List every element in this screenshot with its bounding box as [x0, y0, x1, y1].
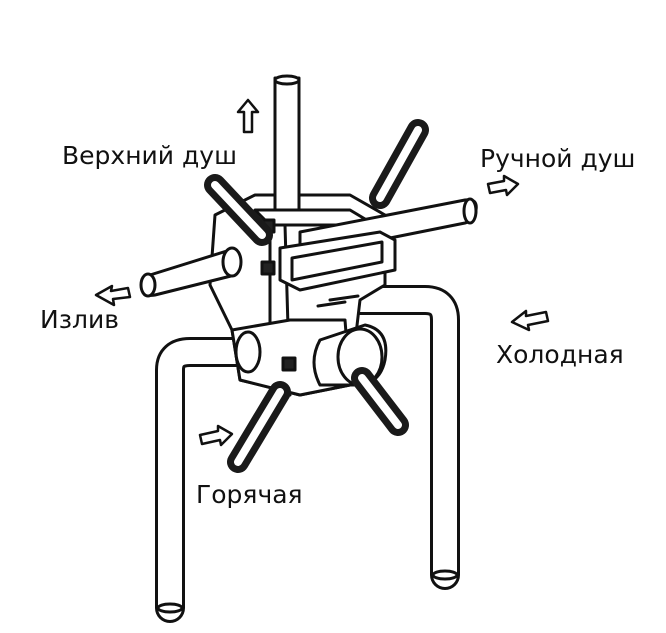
label-cold: Холодная: [496, 340, 624, 369]
label-hand-shower: Ручной душ: [480, 144, 636, 173]
arrow-left-icon: [94, 284, 132, 307]
handle-lower-right: [351, 367, 409, 436]
arrow-right-icon: [198, 424, 234, 447]
hot-inlet-cylinder: [234, 330, 262, 374]
arrow-right-icon: [486, 174, 520, 197]
label-top-shower: Верхний душ: [62, 141, 237, 170]
label-spout: Излив: [40, 305, 119, 334]
handle-lower-left: [227, 381, 291, 473]
label-hot: Горячая: [196, 480, 303, 509]
cartridge-box: [278, 230, 397, 308]
arrow-up-icon: [236, 98, 260, 134]
handle-upper-left: [204, 174, 273, 246]
arrow-left-icon: [510, 309, 550, 332]
hot-supply-pipe: [155, 337, 260, 623]
top-shower-pipe: [273, 74, 301, 212]
handle-upper-right: [369, 119, 429, 209]
cold-supply-pipe: [345, 285, 460, 590]
spout-pipe: [139, 246, 243, 298]
